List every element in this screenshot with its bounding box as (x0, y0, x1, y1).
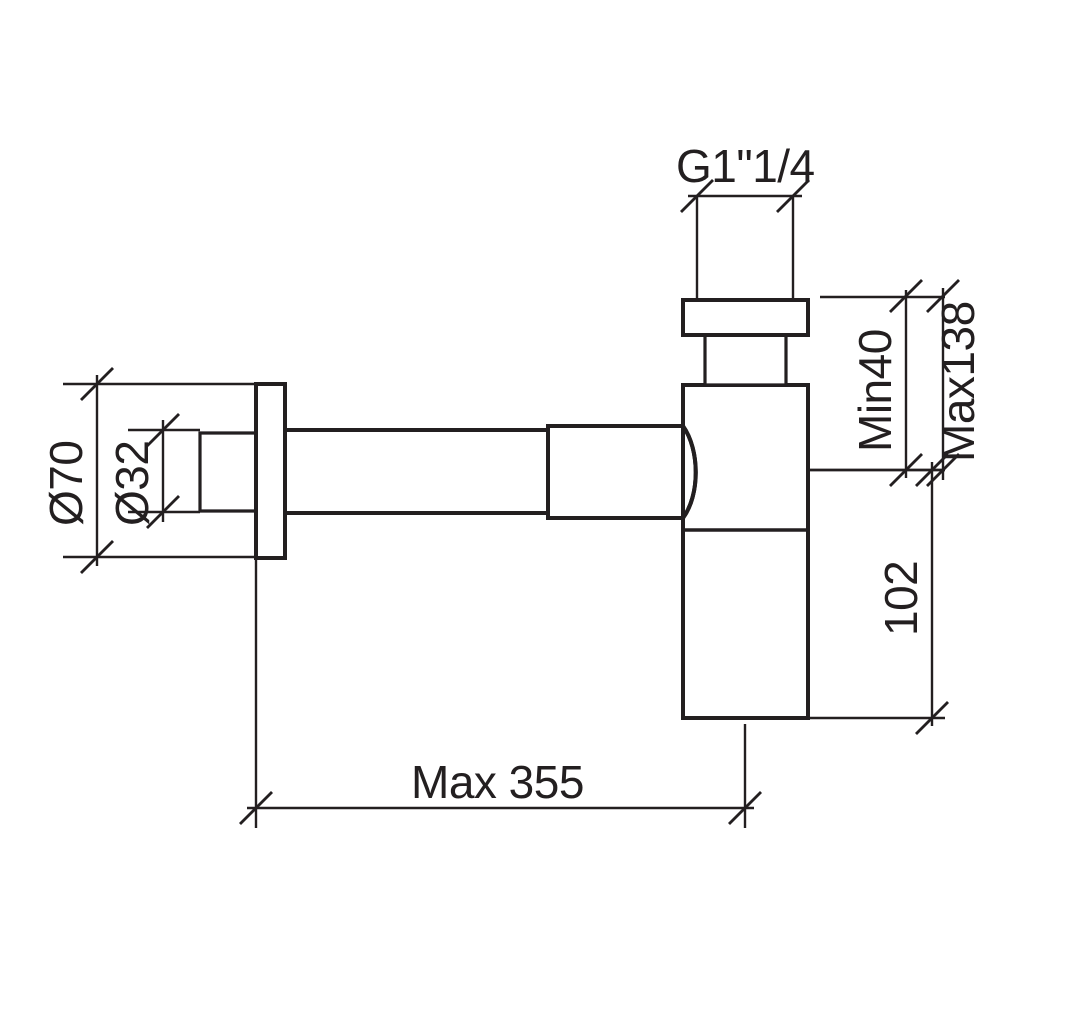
dimension-label-max-height: Max138 (932, 301, 984, 462)
tick-d70-bottom (80, 540, 114, 574)
tick-d32-top (146, 413, 180, 447)
top-cap (681, 298, 810, 337)
dimension-flange-outer-diameter: Ø70 (40, 367, 258, 574)
dimension-label-thread-size: G1"1/4 (676, 140, 815, 192)
dimension-label-flange-outer-diameter: Ø70 (40, 441, 92, 526)
dimension-label-pipe-diameter: Ø32 (106, 441, 158, 526)
pipe-stub-behind-flange (198, 431, 258, 513)
dimension-pipe-diameter: Ø32 (106, 413, 200, 529)
tick-min40-top (889, 279, 923, 313)
dimension-body-height: 102 (808, 453, 949, 735)
tick-355-right (728, 791, 762, 825)
dimension-label-body-height: 102 (875, 561, 927, 636)
tick-thread-right (776, 179, 810, 213)
tick-d70-top (80, 367, 114, 401)
dimension-thread-size: G1"1/4 (676, 140, 815, 298)
tick-d32-bottom (146, 495, 180, 529)
tick-102-top (915, 453, 949, 487)
tick-355-left (239, 791, 273, 825)
dimension-min-height: Min40 (810, 279, 945, 487)
wall-flange-escutcheon (254, 382, 287, 560)
pipe-wide-section (546, 424, 685, 520)
trap-body (681, 383, 810, 720)
neck-riser (703, 333, 788, 387)
dimension-label-min-height: Min40 (849, 329, 901, 452)
dimension-max-projection: Max 355 (239, 560, 762, 828)
dimension-label-max-projection: Max 355 (411, 756, 584, 808)
dimension-max-height: Max138 (926, 279, 984, 487)
tick-max138-top (926, 279, 960, 313)
tick-thread-left (680, 179, 714, 213)
tick-102-bottom (915, 701, 949, 735)
inlet-fillet-edge (681, 424, 698, 520)
horizontal-waste-pipe (254, 428, 550, 515)
